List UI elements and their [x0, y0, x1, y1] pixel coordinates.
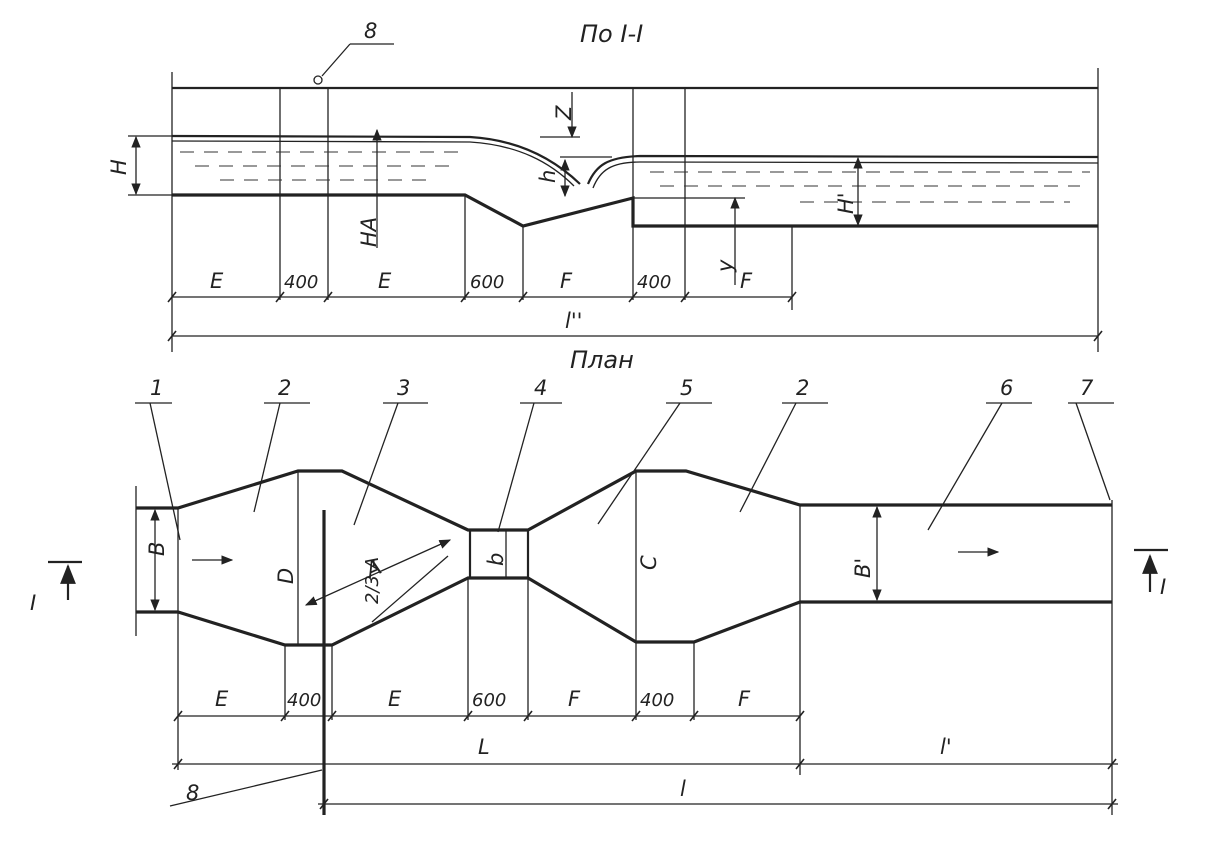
- small-b-label: b: [484, 553, 508, 566]
- section-dim-f2: F: [740, 269, 753, 293]
- section-dim-l-double: l'': [565, 309, 582, 333]
- plan-outline-bottom: [136, 576, 1112, 647]
- marker-8-leader: [321, 43, 351, 77]
- section-view: По I-I H HA: [107, 19, 1103, 352]
- plan-outline-top: [136, 469, 1112, 532]
- b-prime-label: B': [851, 558, 875, 578]
- h-prime-label: H': [834, 192, 858, 214]
- small-h-label: h: [536, 170, 560, 183]
- gauge-point: [313, 75, 323, 85]
- plan-title: План: [570, 346, 634, 374]
- plan-marker-1: 1: [150, 376, 163, 400]
- plan-marker-6: 6: [1000, 376, 1013, 400]
- plan-dim-400a: 400: [287, 690, 321, 711]
- plan-marker-2a: 2: [278, 376, 291, 400]
- water-surface-downstream-2: [592, 161, 1099, 189]
- c-label: C: [637, 555, 661, 570]
- plan-marker-5: 5: [680, 376, 693, 400]
- plan-dim-l-small: l: [680, 777, 686, 801]
- plan-dim-e1: E: [215, 687, 229, 711]
- plan-marker-3: 3: [397, 376, 410, 400]
- two-thirds-a-line: [371, 555, 449, 623]
- z-label: Z: [552, 105, 576, 121]
- section-dim-400b: 400: [637, 272, 671, 293]
- plan-dim-600: 600: [472, 690, 506, 711]
- cut-left-label: I: [30, 591, 36, 615]
- water-surface-downstream: [586, 154, 1099, 185]
- plan-dim-l-capital: L: [478, 735, 490, 759]
- plan-marker-7: 7: [1080, 376, 1094, 400]
- section-marker-8: 8: [364, 19, 377, 43]
- d-label: D: [274, 568, 298, 584]
- plan-marker-4: 4: [534, 376, 547, 400]
- water-surface-upstream: [171, 134, 581, 185]
- plan-dim-f1: F: [568, 687, 581, 711]
- plan-view: План B D A 2/3 A: [30, 346, 1168, 815]
- plan-marker-8: 8: [186, 781, 199, 805]
- section-dim-600: 600: [470, 272, 504, 293]
- section-dim-e1: E: [210, 269, 224, 293]
- plan-dim-e2: E: [388, 687, 402, 711]
- plan-dim-400b: 400: [640, 690, 674, 711]
- plan-marker-2b: 2: [796, 376, 809, 400]
- b-label: B: [145, 542, 169, 556]
- plan-dim-f2: F: [738, 687, 751, 711]
- a-dim-line: [304, 539, 452, 606]
- cut-right-label: I: [1160, 575, 1166, 599]
- plan-leaders: [135, 402, 1114, 807]
- water-surface-upstream-2: [171, 140, 575, 187]
- plan-dim-l-prime: l': [940, 735, 952, 759]
- two-thirds-a-label: 2/3 A: [362, 557, 383, 604]
- h-label: H: [107, 159, 131, 175]
- section-dim-400a: 400: [284, 272, 318, 293]
- section-dim-e2: E: [378, 269, 392, 293]
- section-title: По I-I: [580, 20, 643, 48]
- ha-label: HA: [357, 217, 381, 247]
- section-dim-ticks: [167, 291, 797, 303]
- section-dim-f1: F: [560, 269, 573, 293]
- section-bed-profile: [172, 193, 1098, 228]
- y-label: y: [713, 259, 737, 273]
